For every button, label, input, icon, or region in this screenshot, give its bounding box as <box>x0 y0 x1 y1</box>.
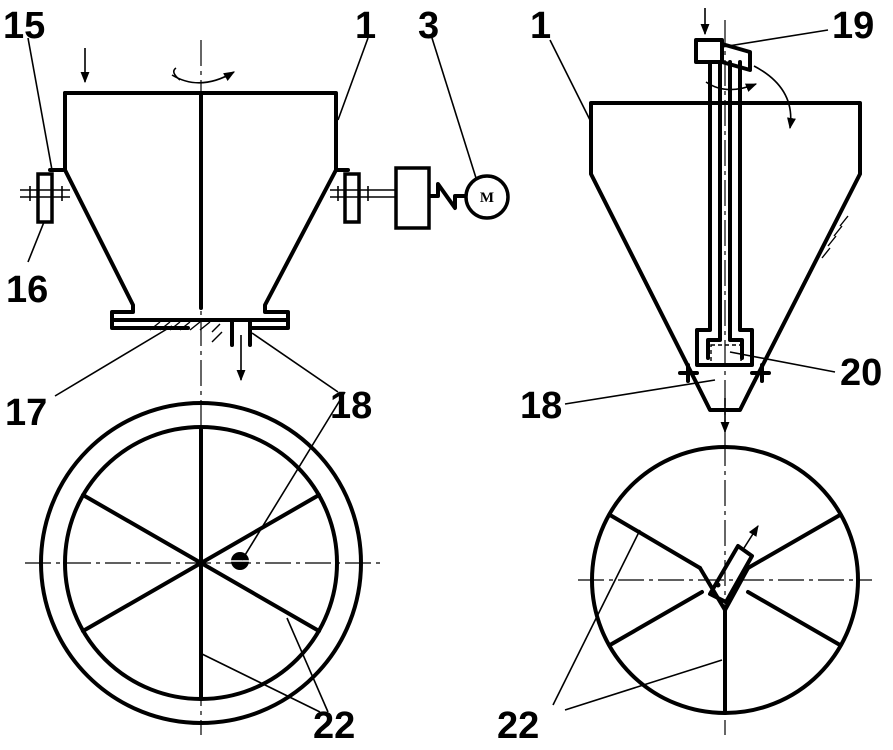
right-hopper-hatching <box>821 215 849 259</box>
label-20: 20 <box>840 352 882 394</box>
label-22-right: 22 <box>497 705 539 747</box>
left-bearing <box>20 168 70 224</box>
right-wheel <box>578 440 872 735</box>
right-wheel-nozzle <box>708 544 754 604</box>
label-17: 17 <box>5 392 47 434</box>
left-leaders <box>27 37 477 713</box>
left-hopper-left-wall <box>63 91 190 330</box>
left-drive-train: M <box>330 166 510 230</box>
right-rotating-spout <box>720 42 752 72</box>
left-discharge-hatching <box>149 321 223 343</box>
right-spray-arrow <box>753 65 796 130</box>
right-rotating-head <box>694 38 724 64</box>
motor-letter: M <box>480 190 494 206</box>
right-hopper <box>589 8 862 440</box>
label-18-left: 18 <box>330 385 372 427</box>
coupling <box>428 182 467 210</box>
right-hopper-outline <box>589 101 862 412</box>
left-wheel <box>25 401 380 725</box>
label-3: 3 <box>418 5 439 47</box>
label-19: 19 <box>832 5 874 47</box>
label-16: 16 <box>6 269 48 311</box>
label-1-right: 1 <box>530 5 551 47</box>
label-1-left: 1 <box>355 5 376 47</box>
left-rotation-arrow <box>171 71 235 84</box>
label-15: 15 <box>3 5 45 47</box>
right-feed-pipe-inner-right <box>728 60 744 360</box>
label-18-right: 18 <box>520 385 562 427</box>
right-feed-pipe-inner-left <box>706 60 722 360</box>
right-nozzle-arrow <box>743 525 759 549</box>
motor-icon <box>464 174 510 220</box>
right-rotation-arrow <box>705 81 758 92</box>
left-rotation-tail <box>172 67 181 81</box>
right-inner-chamber <box>710 344 742 366</box>
left-hopper-right-wall <box>63 91 338 330</box>
right-leaders <box>549 29 836 711</box>
gearbox <box>394 166 431 230</box>
label-22-left: 22 <box>313 705 355 747</box>
